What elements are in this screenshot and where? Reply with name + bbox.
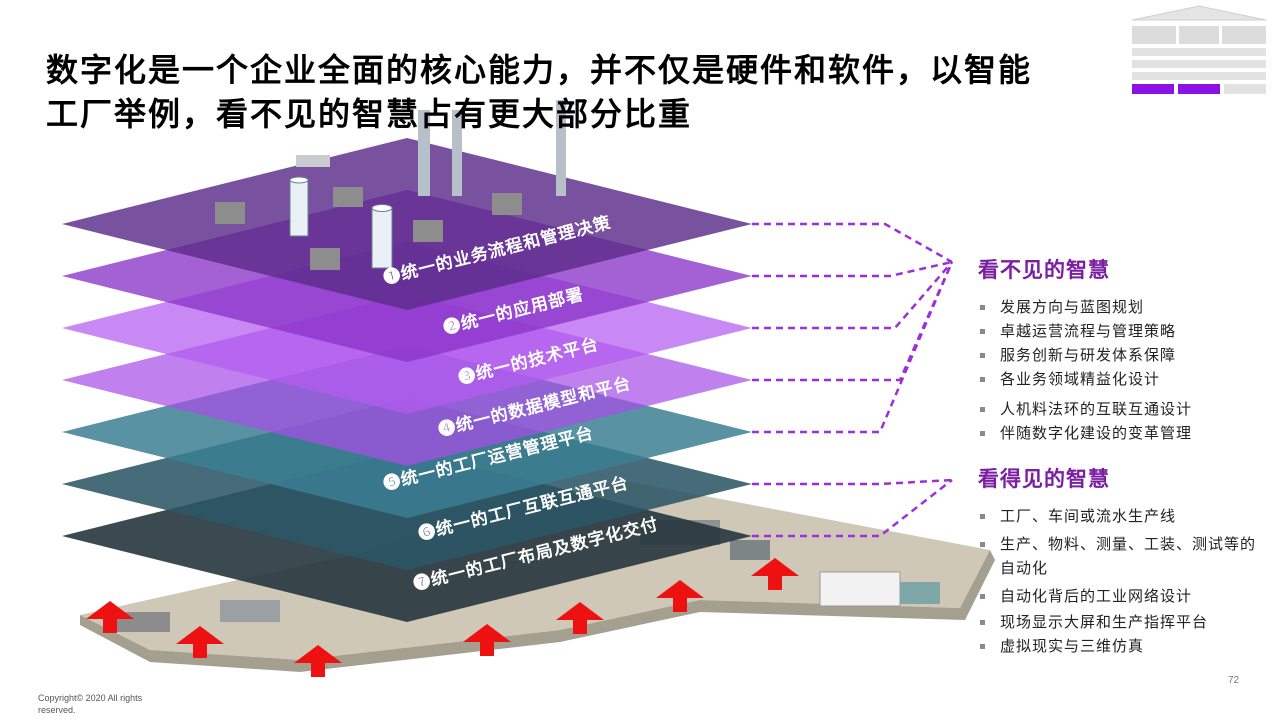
- up-arrow: [556, 602, 604, 634]
- dashed-connectors: [752, 222, 954, 538]
- layer-stack: [62, 138, 752, 622]
- list-item: 发展方向与蓝图规划: [978, 295, 1268, 319]
- top-objects: [215, 100, 566, 270]
- connector-visible: [752, 479, 953, 538]
- invisible-wisdom-heading: 看不见的智慧: [978, 257, 1110, 282]
- page-title-line1: 数字化是一个企业全面的核心能力，并不仅是硬件和软件，以智能: [46, 51, 1033, 89]
- list-item: 伴随数字化建设的变革管理: [978, 421, 1268, 445]
- page-title-line2: 工厂举例，看不见的智慧占有更大部分比重: [46, 95, 693, 133]
- connector-invisible: [752, 261, 953, 330]
- list-item: 虚拟现实与三维仿真: [978, 634, 1268, 658]
- layer-plane-1: [62, 138, 752, 310]
- connector-invisible: [752, 261, 954, 382]
- upward-arrows: [86, 558, 799, 677]
- list-item: 现场显示大屏和生产指挥平台: [978, 610, 1268, 634]
- connector-visible: [752, 478, 953, 486]
- list-item: 服务创新与研发体系保障: [978, 343, 1268, 367]
- list-item: 自动化背后的工业网络设计: [978, 584, 1268, 608]
- page-title: 数字化是一个企业全面的核心能力，并不仅是硬件和软件，以智能 工厂举例，看不见的智…: [46, 48, 1086, 136]
- up-arrow: [86, 601, 134, 633]
- up-arrow: [751, 558, 799, 590]
- copyright-notice: Copyright© 2020 All rights reserved.: [38, 693, 143, 715]
- connector-invisible: [752, 261, 954, 434]
- list-item: 卓越运营流程与管理策略: [978, 319, 1268, 343]
- page-number: 72: [1228, 675, 1240, 686]
- connector-invisible: [752, 260, 953, 278]
- list-item: 各业务领域精益化设计: [978, 367, 1268, 391]
- invisible-wisdom-panel: 看不见的智慧 发展方向与蓝图规划 卓越运营流程与管理策略 服务创新与研发体系保障…: [978, 254, 1268, 445]
- up-arrow: [463, 624, 511, 656]
- up-arrow: [176, 626, 224, 658]
- list-item: 生产、物料、测量、工装、测试等的自动化: [978, 532, 1268, 580]
- invisible-wisdom-list: 发展方向与蓝图规划 卓越运营流程与管理策略 服务创新与研发体系保障 各业务领域精…: [978, 295, 1268, 445]
- visible-wisdom-list: 工厂、车间或流水生产线 生产、物料、测量、工装、测试等的自动化 自动化背后的工业…: [978, 504, 1268, 658]
- visible-wisdom-heading: 看得见的智慧: [978, 466, 1110, 491]
- connector-invisible: [752, 222, 953, 264]
- up-arrow: [294, 645, 342, 677]
- list-item: 工厂、车间或流水生产线: [978, 504, 1268, 528]
- list-item: 人机料法环的互联互通设计: [978, 397, 1268, 421]
- up-arrow: [656, 580, 704, 612]
- visible-wisdom-panel: 看得见的智慧 工厂、车间或流水生产线 生产、物料、测量、工装、测试等的自动化 自…: [978, 463, 1268, 658]
- company-logo: [1131, 5, 1267, 94]
